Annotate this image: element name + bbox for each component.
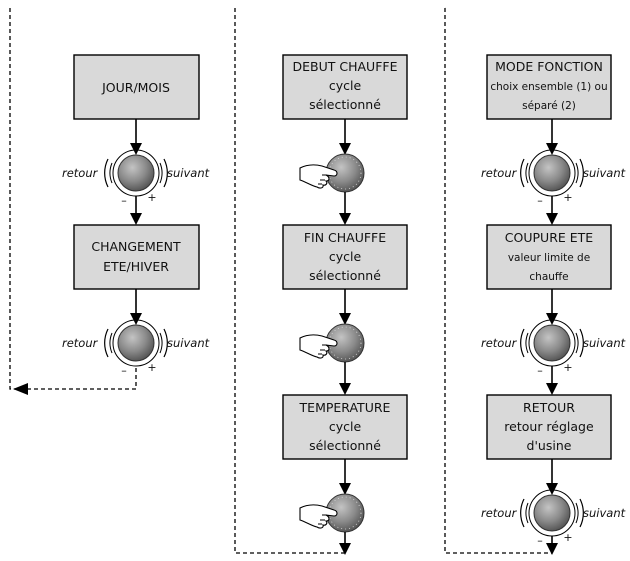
arrow-head bbox=[130, 313, 142, 325]
box-retour-line-1: RETOUR bbox=[523, 400, 575, 415]
column-2: DEBUT CHAUFFE cycle sélectionné FIN CHAU… bbox=[282, 54, 408, 555]
box-debut-line-1: DEBUT CHAUFFE bbox=[293, 59, 398, 74]
box-debut-chauffe bbox=[282, 54, 408, 120]
arrow-head bbox=[546, 543, 558, 555]
knob-plus-sign: + bbox=[563, 361, 572, 374]
box-retour bbox=[486, 394, 612, 460]
hand-press-icon bbox=[299, 504, 338, 529]
knob-label-retour: retour bbox=[481, 336, 518, 350]
knob-label-suivant: suivant bbox=[167, 166, 210, 180]
box-retour-line-2: retour réglage bbox=[504, 419, 594, 434]
arrow-head bbox=[130, 213, 142, 225]
dashed-connectors bbox=[9, 8, 552, 554]
arrow-head bbox=[339, 543, 351, 555]
box-debut-line-3: sélectionné bbox=[309, 97, 381, 112]
knob-minus-sign: – bbox=[537, 364, 543, 377]
arrow-head bbox=[546, 213, 558, 225]
knob-label-suivant: suivant bbox=[583, 166, 626, 180]
box-mode-line-3: séparé (2) bbox=[522, 100, 576, 112]
box-changement-line-1: CHANGEMENT bbox=[91, 239, 181, 254]
box-temperature-line-1: TEMPERATURE bbox=[299, 400, 391, 415]
rotary-knob-1[interactable] bbox=[104, 149, 168, 197]
box-temperature bbox=[282, 394, 408, 460]
arrow-head bbox=[546, 313, 558, 325]
arrow-head-return bbox=[13, 383, 28, 395]
box-temperature-line-3: sélectionné bbox=[309, 438, 381, 453]
rotary-knob-4[interactable] bbox=[520, 319, 584, 367]
arrow-head bbox=[339, 383, 351, 395]
knob-label-suivant: suivant bbox=[167, 336, 210, 350]
knob-label-retour: retour bbox=[481, 166, 518, 180]
hand-press-icon bbox=[299, 334, 338, 359]
rotary-knob-2[interactable] bbox=[104, 319, 168, 367]
dashed-return-to-left bbox=[30, 368, 137, 390]
box-mode-line-1: MODE FONCTION bbox=[495, 59, 603, 74]
knob-label-retour: retour bbox=[481, 506, 518, 520]
knob-label-retour: retour bbox=[62, 166, 99, 180]
box-fin-line-3: sélectionné bbox=[309, 268, 381, 283]
arrow-head bbox=[339, 213, 351, 225]
knob-minus-sign: – bbox=[121, 364, 127, 377]
arrow-head bbox=[339, 143, 351, 155]
box-jour-mois-line-1: JOUR/MOIS bbox=[101, 80, 170, 95]
box-coupure-line-2: valeur limite de bbox=[508, 252, 590, 264]
box-changement-ete-hiver bbox=[73, 224, 200, 290]
box-mode-line-2: choix ensemble (1) ou bbox=[490, 81, 607, 93]
box-coupure-line-1: COUPURE ETE bbox=[505, 230, 593, 245]
box-retour-line-3: d'usine bbox=[527, 438, 572, 453]
box-temperature-line-2: cycle bbox=[329, 419, 362, 434]
box-debut-line-2: cycle bbox=[329, 78, 362, 93]
box-fin-line-1: FIN CHAUFFE bbox=[304, 230, 386, 245]
rotary-knob-5[interactable] bbox=[520, 489, 584, 537]
box-fin-line-2: cycle bbox=[329, 249, 362, 264]
arrow-head bbox=[546, 143, 558, 155]
knob-label-suivant: suivant bbox=[583, 336, 626, 350]
knob-plus-sign: + bbox=[563, 531, 572, 544]
knob-plus-sign: + bbox=[147, 361, 156, 374]
rotary-knob-3[interactable] bbox=[520, 149, 584, 197]
knob-plus-sign: + bbox=[147, 191, 156, 204]
knob-minus-sign: – bbox=[537, 534, 543, 547]
knob-minus-sign: – bbox=[537, 194, 543, 207]
arrow-head bbox=[339, 483, 351, 495]
column-1: JOUR/MOIS retour suivant – + CHANGEMENT … bbox=[62, 54, 210, 377]
box-fin-chauffe bbox=[282, 224, 408, 290]
knob-plus-sign: + bbox=[563, 191, 572, 204]
hand-press-icon bbox=[299, 164, 338, 189]
dashed-connector-left bbox=[9, 8, 30, 390]
box-jour-mois bbox=[73, 54, 200, 120]
knob-label-retour: retour bbox=[62, 336, 99, 350]
dashed-connector-right bbox=[444, 8, 552, 554]
box-coupure-line-3: chauffe bbox=[529, 271, 568, 283]
knob-minus-sign: – bbox=[121, 194, 127, 207]
box-mode-fonction bbox=[486, 54, 612, 120]
knob-label-suivant: suivant bbox=[583, 506, 626, 520]
arrow-head bbox=[546, 483, 558, 495]
column-3: MODE FONCTION choix ensemble (1) ou sépa… bbox=[481, 54, 626, 555]
arrow-head bbox=[130, 143, 142, 155]
box-coupure-ete bbox=[486, 224, 612, 290]
box-changement-line-2: ETE/HIVER bbox=[103, 259, 169, 274]
arrow-head bbox=[339, 313, 351, 325]
arrow-head bbox=[546, 383, 558, 395]
dashed-connector-middle bbox=[234, 8, 345, 554]
